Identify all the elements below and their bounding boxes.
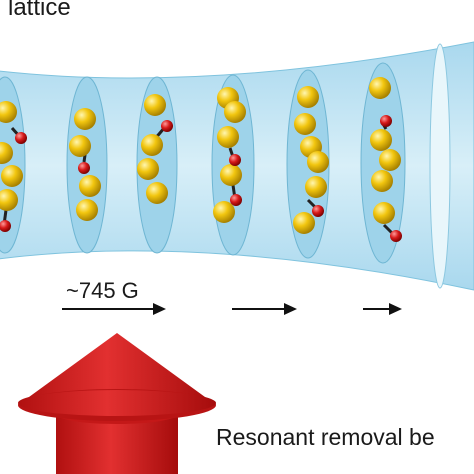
lattice-title: l lattice	[0, 0, 71, 21]
right-arrow-icon	[363, 303, 402, 315]
molecule-atom	[15, 132, 27, 144]
atom	[146, 182, 168, 204]
atom	[224, 101, 246, 123]
atom	[141, 134, 163, 156]
tube-end	[429, 43, 451, 289]
atom	[371, 170, 393, 192]
molecule-atom	[0, 220, 11, 232]
atom	[305, 176, 327, 198]
atom	[370, 129, 392, 151]
atom	[137, 158, 159, 180]
atom	[0, 101, 17, 123]
atom	[369, 77, 391, 99]
atom	[1, 165, 23, 187]
atom	[0, 189, 18, 211]
molecule-atom	[229, 154, 241, 166]
atom	[69, 135, 91, 157]
atom	[294, 113, 316, 135]
molecule-atom	[312, 205, 324, 217]
atom	[379, 149, 401, 171]
atom	[217, 126, 239, 148]
up-arrow-icon	[18, 333, 216, 474]
atom	[220, 164, 242, 186]
atom	[79, 175, 101, 197]
right-arrow-icon	[232, 303, 297, 315]
atom	[307, 151, 329, 173]
atom	[297, 86, 319, 108]
right-arrow-icon	[62, 303, 166, 315]
molecule-atom	[230, 194, 242, 206]
molecule-atom	[390, 230, 402, 242]
molecule-atom	[78, 162, 90, 174]
atom	[0, 142, 13, 164]
atom	[293, 212, 315, 234]
atom	[144, 94, 166, 116]
atom	[76, 199, 98, 221]
resonant-removal-label: Resonant removal be	[216, 424, 435, 450]
atom	[74, 108, 96, 130]
atom	[373, 202, 395, 224]
molecule-atom	[380, 115, 392, 127]
molecule-atom	[161, 120, 173, 132]
magnetic-field-label: ~745 G	[66, 278, 139, 303]
atom	[213, 201, 235, 223]
